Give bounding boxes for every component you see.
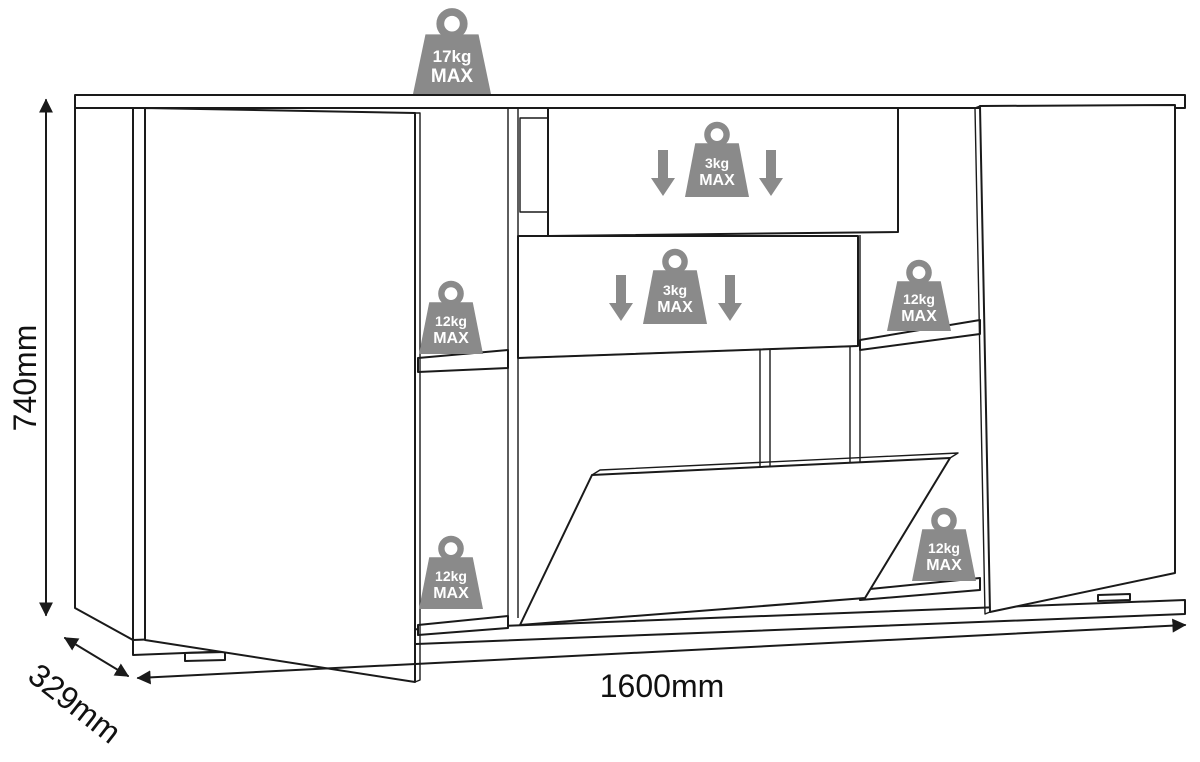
down-arrow-icon [609, 275, 633, 321]
depth-label: 329mm [22, 656, 128, 750]
right-door [979, 104, 1176, 613]
weight-ring-icon [438, 535, 464, 562]
height-label: 740mm [7, 325, 43, 432]
weight-value: 12kg [435, 313, 467, 329]
weight-value: 12kg [435, 568, 467, 584]
width-dimension-line [136, 618, 1187, 685]
weight-limit: MAX [699, 172, 735, 189]
foot-right [1097, 593, 1131, 602]
weight-ring-icon [436, 8, 468, 40]
foot-left [184, 651, 226, 662]
weight-value: 3kg [705, 155, 729, 171]
weight-body-icon [643, 270, 707, 324]
weight-limit: MAX [901, 308, 937, 325]
down-arrow-icon [718, 275, 742, 321]
weight-limit: MAX [926, 557, 962, 574]
weight-body-icon [419, 557, 483, 609]
weight-limit: MAX [431, 66, 474, 87]
weight-body-icon [419, 302, 483, 354]
width-label: 1600mm [600, 668, 725, 704]
weight-value: 12kg [903, 291, 935, 307]
left-side-panel [74, 107, 134, 641]
weight-value: 17kg [433, 47, 472, 66]
weight-ring-icon [906, 259, 932, 286]
down-arrow-icon [651, 150, 675, 196]
weight-value: 12kg [928, 540, 960, 556]
weight-limit: MAX [433, 585, 469, 602]
load-arrows [609, 150, 783, 321]
left-door [144, 107, 416, 683]
weight-ring-icon [438, 280, 464, 307]
weight-body-icon [887, 281, 951, 331]
right-shelf-lower [859, 577, 981, 601]
weight-icons: 17kgMAX3kgMAX3kgMAX12kgMAX12kgMAX12kgMAX… [413, 8, 976, 609]
weight-value: 3kg [663, 282, 687, 298]
weight-limit: MAX [657, 299, 693, 316]
weight-ring-icon [931, 507, 957, 534]
weight-body-icon [413, 34, 491, 94]
down-arrow-icon [759, 150, 783, 196]
weight-body-icon [685, 143, 749, 197]
flap-door [519, 457, 951, 626]
weight-limit: MAX [433, 330, 469, 347]
depth-dimension-line [63, 637, 130, 677]
dimension-lines [39, 98, 1187, 685]
weight-body-icon [912, 529, 976, 581]
